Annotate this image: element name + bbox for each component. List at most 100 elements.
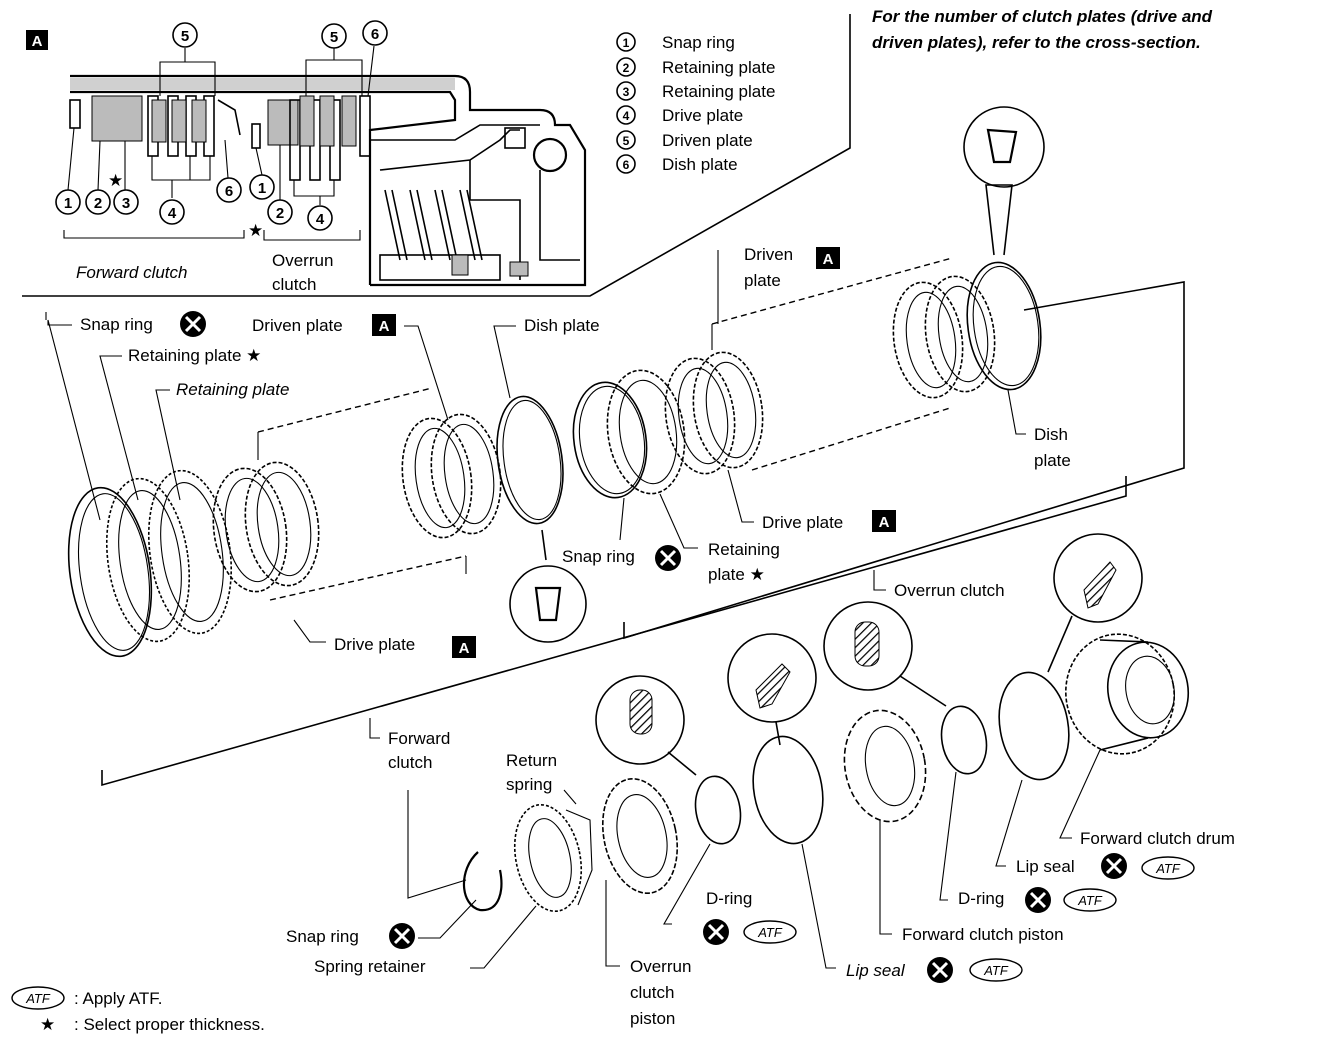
svg-text:1: 1 [258,180,266,197]
label-driven-plate-2-l2: plate [744,271,781,290]
d-ring-detail-callout-2 [823,601,947,707]
footer-atf-symbol: ATF [11,986,65,1010]
lip-seal-detail-callout-1 [727,633,817,746]
legend-item-1: Snap ring [662,33,735,52]
label-snap-ring-top: Snap ring [80,315,153,334]
svg-text:6: 6 [371,26,379,43]
svg-text:ATF: ATF [757,925,783,940]
badge-drive-1: A [452,636,476,658]
label-dish-plate-2-l2: plate [1034,451,1071,470]
svg-text:A: A [459,640,470,657]
replace-icon [925,955,955,985]
label-drive-plate-1: Drive plate [334,635,415,654]
svg-text:A: A [823,251,834,268]
label-snap-ring-bottom: Snap ring [286,927,359,946]
legend: 1 2 3 4 5 6 Snap ring Retaining plate Re… [616,32,775,174]
svg-text:5: 5 [181,28,189,45]
atf-badge: ATF [969,958,1023,982]
label-forward-drum: Forward clutch drum [1080,829,1235,848]
label-forward-piston: Forward clutch piston [902,925,1064,944]
badge-drive-2: A [872,510,896,532]
svg-text:2: 2 [276,205,284,222]
footer-star-symbol: ★ [40,1015,55,1034]
footer-star-text: : Select proper thickness. [74,1015,265,1034]
d-ring-detail-callout-1 [595,675,697,776]
svg-text:★: ★ [108,171,123,190]
svg-text:5: 5 [623,134,630,148]
label-lip-seal-1: Lip seal [846,961,906,980]
note-line-2: driven plates), refer to the cross-secti… [872,33,1201,52]
label-driven-plate-2-l1: Driven [744,245,793,264]
svg-text:ATF: ATF [983,963,1009,978]
label-retaining-plate-mid-l2: plate ★ [708,565,765,584]
label-d-ring-2: D-ring [958,889,1004,908]
svg-text:4: 4 [623,109,630,123]
svg-text:A: A [32,33,43,50]
svg-text:4: 4 [316,211,325,228]
cs-overrun-clutch-1: Overrun [272,251,333,270]
piston-group [462,633,1190,913]
label-forward-clutch-l2: clutch [388,753,432,772]
label-overrun-piston-l2: clutch [630,983,674,1002]
label-overrun-piston-l3: piston [630,1009,675,1028]
svg-text:2: 2 [623,61,630,75]
svg-text:1: 1 [64,195,72,212]
label-lip-seal-2: Lip seal [1016,857,1075,876]
legend-item-6: Dish plate [662,155,738,174]
dish-plate-detail-callout-2 [509,529,587,643]
replace-icon [387,921,417,951]
label-retaining-plate-mid-l1: Retaining [708,540,780,559]
cs-overrun-clutch-2: clutch [272,275,316,294]
svg-text:5: 5 [330,29,338,46]
note-line-1: For the number of clutch plates (drive a… [872,7,1213,26]
label-forward-clutch-l1: Forward [388,729,450,748]
dish-plate-detail-callout [963,106,1045,256]
label-overrun-clutch: Overrun clutch [894,581,1005,600]
svg-text:ATF: ATF [25,991,51,1006]
replace-icon [1023,885,1053,915]
svg-text:4: 4 [168,205,177,222]
overrun-clutch-plates [572,250,1042,499]
svg-text:3: 3 [122,195,130,212]
cross-section-drawing: 1 2 3 4 5 6 1 2 4 5 6 ★ ★ [55,20,587,287]
label-spring-retainer: Spring retainer [314,957,426,976]
svg-text:6: 6 [225,183,233,200]
legend-item-4: Drive plate [662,106,743,125]
badge-driven-1: A [372,314,396,336]
label-driven-plate-1: Driven plate [252,316,343,335]
label-overrun-piston-l1: Overrun [630,957,691,976]
svg-text:6: 6 [623,158,630,172]
lip-seal-detail-callout-2 [1047,533,1143,673]
forward-clutch-bracket [101,476,1127,787]
atf-badge: ATF [1141,856,1195,880]
atf-badge: ATF [743,920,797,944]
label-retaining-plate-star: Retaining plate ★ [128,346,261,365]
svg-text:★: ★ [248,221,263,240]
label-d-ring-1: D-ring [706,889,752,908]
replace-icon [653,543,683,573]
svg-text:2: 2 [94,195,102,212]
atf-badge: ATF [1063,888,1117,912]
legend-item-3: Retaining plate [662,82,775,101]
overrun-clutch-bracket [623,281,1185,640]
label-dish-plate-2-l1: Dish [1034,425,1068,444]
cross-section-border [22,14,851,297]
svg-text:3: 3 [623,85,630,99]
svg-text:ATF: ATF [1155,861,1181,876]
legend-item-2: Retaining plate [662,58,775,77]
badge-driven-2: A [816,247,840,269]
svg-text:ATF: ATF [1077,893,1103,908]
replace-icon [1099,851,1129,881]
cs-forward-clutch: Forward clutch [76,263,187,282]
forward-clutch-plates [67,387,564,658]
svg-text:1: 1 [623,36,630,50]
label-drive-plate-2: Drive plate [762,513,843,532]
label-dish-plate-1: Dish plate [524,316,600,335]
legend-item-5: Driven plate [662,131,753,150]
label-return-spring-l2: spring [506,775,552,794]
footer-atf-text: : Apply ATF. [74,989,163,1008]
label-snap-ring-mid: Snap ring [562,547,635,566]
section-badge: A [26,30,48,50]
svg-text:A: A [879,514,890,531]
